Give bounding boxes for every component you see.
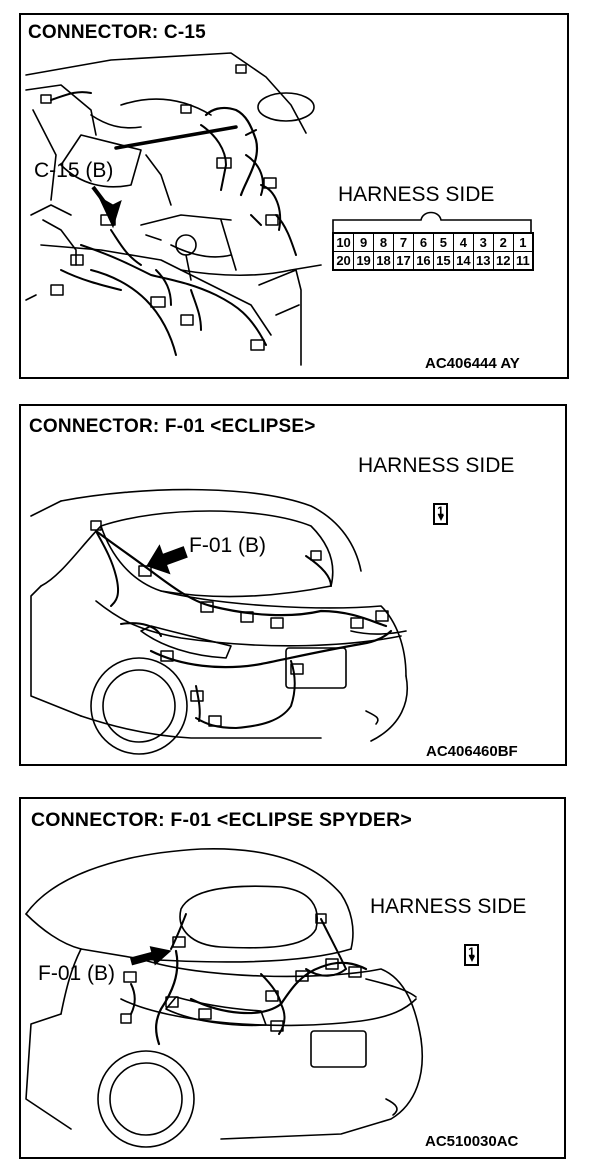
connector-callout-label: C-15 (B) <box>34 159 114 182</box>
figure-code: AC510030AC <box>425 1133 519 1150</box>
figure-code: AC406460BF <box>426 743 518 760</box>
connector-pin-diagram: 1 <box>433 503 448 525</box>
pin-cell: 2 <box>492 232 514 252</box>
pin-cell: 18 <box>373 251 394 271</box>
pin-cell: 16 <box>412 251 434 271</box>
connector-callout-label: F-01 (B) <box>189 534 267 557</box>
pin-cell: 9 <box>353 232 375 252</box>
panel-title: CONNECTOR: F-01 <ECLIPSE SPYDER> <box>31 809 412 831</box>
pin-cell: 11 <box>512 251 534 271</box>
pin-cell: 6 <box>412 232 434 252</box>
pin-cell: 5 <box>432 232 454 252</box>
harness-side-label: HARNESS SIDE <box>370 895 527 918</box>
pin-arrow-icon <box>438 515 444 521</box>
pin-cell: 13 <box>472 251 494 271</box>
connector-callout-label: F-01 (B) <box>38 962 116 985</box>
coupe-rear-harness-illustration <box>21 406 567 766</box>
pin-cell: 4 <box>452 232 474 252</box>
figure-code: AC406444 AY <box>425 355 520 372</box>
pin-cell: 3 <box>472 232 494 252</box>
pin-cell: 10 <box>332 232 355 252</box>
connector-f01-spyder-panel: CONNECTOR: F-01 <ECLIPSE SPYDER> <box>19 797 566 1159</box>
connector-c15-panel: CONNECTOR: C-15 <box>19 13 569 379</box>
pin-cell: 7 <box>393 232 414 252</box>
pin-number: 1 <box>468 945 475 959</box>
pin-cell: 15 <box>432 251 454 271</box>
pin-cell: 8 <box>373 232 394 252</box>
pin-cell: 20 <box>332 251 355 271</box>
pin-cell: 1 <box>512 232 534 252</box>
harness-side-label: HARNESS SIDE <box>338 183 495 206</box>
pin-number: 1 <box>437 504 444 518</box>
connector-pin-grid: 10 9 8 7 6 5 4 3 2 1 20 19 18 17 16 15 1… <box>332 232 534 271</box>
connector-f01-eclipse-panel: CONNECTOR: F-01 <ECLIPSE> <box>19 404 567 766</box>
panel-title: CONNECTOR: F-01 <ECLIPSE> <box>29 416 316 437</box>
pin-row-top: 10 9 8 7 6 5 4 3 2 1 <box>332 232 534 252</box>
pin-cell: 19 <box>353 251 375 271</box>
convertible-rear-harness-illustration <box>21 799 566 1159</box>
pin-cell: 17 <box>393 251 414 271</box>
connector-pin-diagram: 1 <box>464 944 479 966</box>
pin-cell: 14 <box>452 251 474 271</box>
harness-side-label: HARNESS SIDE <box>358 454 515 477</box>
connector-outline <box>21 15 569 379</box>
pin-arrow-icon <box>469 956 475 962</box>
pin-cell: 12 <box>492 251 514 271</box>
panel-title: CONNECTOR: C-15 <box>28 22 206 43</box>
dashboard-harness-illustration <box>21 15 569 379</box>
pin-row-bottom: 20 19 18 17 16 15 14 13 12 11 <box>332 251 534 271</box>
